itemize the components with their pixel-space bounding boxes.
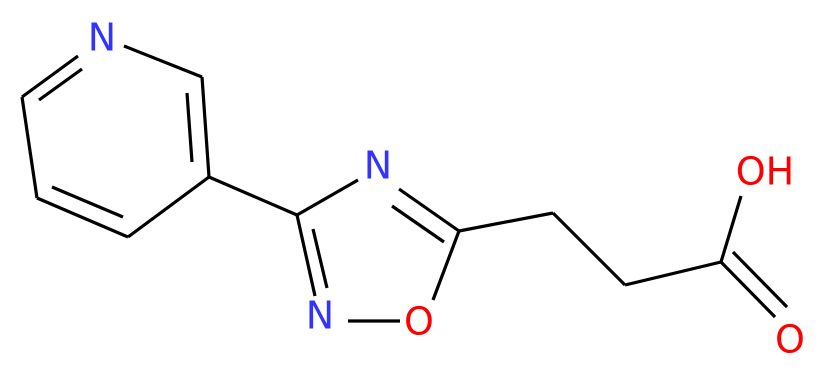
bond-c5-o1 <box>431 230 461 301</box>
pyridine-ring <box>20 44 211 239</box>
bond-pyridine-oxadiazole <box>208 175 298 217</box>
atom-oxadiazole-n2: N <box>306 294 334 338</box>
propanoic-chain <box>458 195 789 319</box>
bond-pyridine-c6-n-inner <box>38 67 83 102</box>
bond-c5-ch2 <box>458 211 554 233</box>
bond-c-o-double-1 <box>719 260 777 319</box>
bond-pyridine-c4-c5-inner <box>51 185 124 219</box>
bond-n4-c5 <box>398 187 460 233</box>
bond-pyridine-c2-c3 <box>200 76 211 178</box>
bond-ch2-cooh <box>624 260 722 287</box>
bond-ch2-ch2 <box>551 211 627 287</box>
bond-pyridine-c3-c4 <box>127 175 210 239</box>
atom-oxadiazole-o1: O <box>404 300 434 344</box>
bond-pyridine-c2-c3-inner <box>185 92 194 163</box>
atom-carbonyl-o: O <box>775 318 805 362</box>
bond-c-o-double-2 <box>731 250 789 309</box>
atom-pyridine-n: N <box>88 16 116 60</box>
bond-pyridine-c5-c6 <box>20 96 39 199</box>
bond-n2-c3-inner <box>311 228 329 289</box>
bond-c3-n4 <box>296 178 359 217</box>
bond-n4-c5-inner <box>391 204 445 244</box>
atom-oxadiazole-n4: N <box>364 144 392 188</box>
bond-n2-c3 <box>295 214 317 297</box>
bond-pyridine-c6-n <box>21 54 79 99</box>
atom-hydroxyl-oh: OH <box>736 150 794 194</box>
bond-pyridine-c4-c5 <box>36 196 129 239</box>
bond-pyridine-n-c2 <box>123 44 203 79</box>
bond-c-oh <box>719 195 743 263</box>
oxadiazole-ring <box>295 178 461 323</box>
